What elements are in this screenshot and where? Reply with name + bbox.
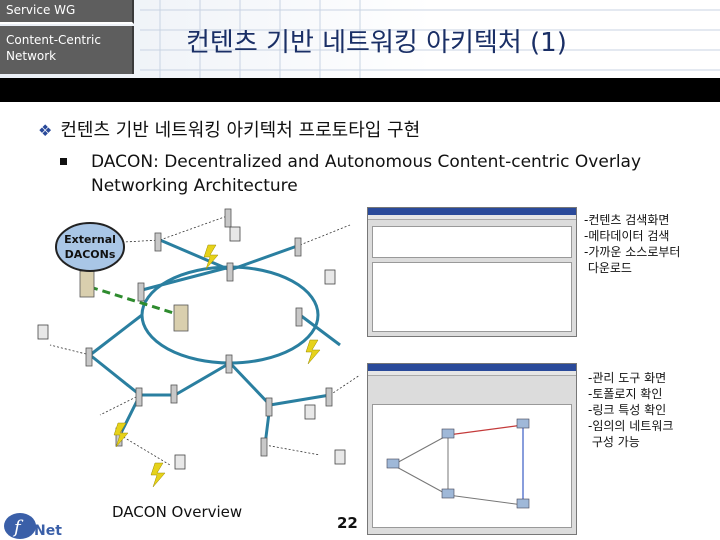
window-titlebar [368,208,576,215]
window-titlebar [368,364,576,371]
caption-line: -컨텐츠 검색화면 [584,213,670,227]
device-icons [37,226,346,470]
slide-header: Service WG Content-Centric Network 컨텐츠 기… [0,0,720,78]
overlay-link [89,285,181,317]
search-screen-caption: -컨텐츠 검색화면 -메타데이터 검색 -가까운 소스로부터 다운로드 [584,212,680,276]
external-dacons-cloud: External DACONs [55,222,125,272]
server-icons [79,270,189,332]
dacon-network-diagram: External DACONs [37,208,361,488]
main-bullet-text: 컨텐츠 기반 네트워킹 아키텍처 프로토타입 구현 [60,120,421,141]
management-tool-screen-image [367,363,577,535]
sub-bullet-line1: DACON: Decentralized and Autonomous Cont… [91,152,642,172]
search-screen-image [367,207,577,337]
external-label-line2: DACONs [65,248,116,261]
header-grid-pattern [140,0,720,78]
window-toolbar [368,215,576,220]
search-results-panel [372,226,572,258]
fnet-logo: f Net [4,513,62,539]
caption-line: -토폴로지 확인 [588,387,663,401]
sub-label-line1: Content-Centric [6,33,101,47]
topology-graph [386,418,530,509]
caption-line: -관리 도구 화면 [588,371,667,385]
management-screen-caption: -관리 도구 화면 -토폴로지 확인 -링크 특성 확인 -임의의 네트워크 구성 가… [588,370,673,450]
logo-text: Net [34,523,62,539]
caption-line: -메타데이터 검색 [584,229,670,243]
section-label: Service WG [0,0,134,24]
window-toolbar [368,371,576,376]
download-list-panel [372,262,572,332]
sub-bullet: DACON: Decentralized and Autonomous Cont… [60,150,700,198]
sub-bullet-line2: Networking Architecture [91,176,298,196]
diamond-bullet-icon: ❖ [38,121,53,140]
main-bullet: ❖ 컨텐츠 기반 네트워킹 아키텍처 프로토타입 구현 [38,116,420,142]
caption-line: 다운로드 [584,261,632,275]
lightning-icons [113,244,321,488]
slide-title: 컨텐츠 기반 네트워킹 아키텍처 (1) [186,28,567,58]
page-number: 22 [337,514,358,532]
diagram-caption: DACON Overview [112,503,243,521]
caption-line: -임의의 네트워크 [588,419,674,433]
header-divider-bar [0,78,720,102]
caption-line: -링크 특성 확인 [588,403,667,417]
square-bullet-icon [60,158,67,165]
topology-view-panel [372,404,572,528]
caption-line: 구성 가능 [588,435,640,449]
caption-line: -가까운 소스로부터 [584,245,681,259]
sub-label: Content-Centric Network [0,26,134,74]
external-label-line1: External [64,233,116,246]
network-mesh-lines [89,238,341,446]
sub-label-line2: Network [6,49,57,63]
